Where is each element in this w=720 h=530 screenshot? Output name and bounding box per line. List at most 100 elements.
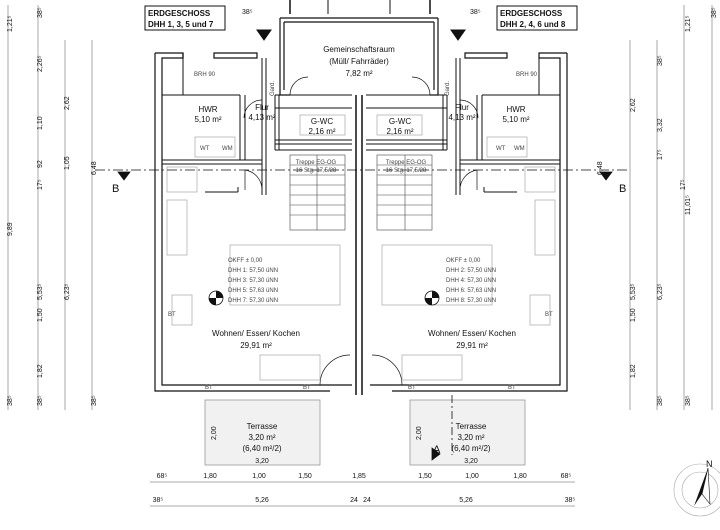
bt-left-bottom-2: BT — [303, 385, 311, 391]
hwr-right-name: HWR — [506, 105, 525, 114]
dim-left-c2-2: 1,10 — [37, 116, 44, 130]
dim-b2-0: 38⁵ — [153, 497, 164, 504]
dim-right-c3-1: 5,53⁵ — [630, 283, 637, 300]
terraces — [204, 399, 526, 466]
terrasse-left-area: 3,20 m² — [248, 433, 275, 442]
dim-left-outer-2: 38⁵ — [7, 395, 14, 406]
stair-right — [376, 154, 433, 231]
dim-b2-5: 38⁵ — [565, 497, 576, 504]
terrace-depth-left: 2,00 — [211, 426, 218, 440]
level-left-1: DHH 1: 57,50 üNN — [228, 268, 278, 274]
dim-left-c2-3: 92 — [37, 160, 44, 168]
dims-bottom-row1: 68⁵ 1,80 1,00 1,50 1,85 1,50 1,00 1,80 6… — [157, 473, 572, 480]
gwc-right-name: G-WC — [389, 117, 411, 126]
treppe-right-label: Treppe EG-OG — [386, 160, 427, 166]
title-box-right: ERDGESCHOSS DHH 2, 4, 6 und 8 — [496, 5, 578, 31]
bt-right-side: BT — [545, 312, 553, 318]
dim-left-c4-1: 38⁵ — [91, 395, 98, 406]
hwr-left-name: HWR — [198, 105, 217, 114]
level-marker-right-icon — [424, 290, 440, 306]
north-arrow-icon — [673, 463, 720, 517]
level-marker-left-icon — [208, 290, 224, 306]
dim-left-c4-0: 6,48 — [91, 161, 98, 175]
dim-right-outer-1: 11,01⁵ — [685, 195, 692, 215]
dim-left-outer-1: 9,89 — [7, 222, 14, 236]
bt-left-side: BT — [168, 312, 176, 318]
wt-left: WT — [200, 146, 210, 152]
dim-right-outer-0: 1,21⁵ — [685, 15, 692, 32]
level-left-0: OKFF ± 0,00 — [228, 258, 263, 264]
flur-right-area: 4,13 m² — [448, 113, 475, 122]
level-left: OKFF ± 0,00 DHH 1: 57,50 üNN DHH 3: 57,3… — [228, 258, 278, 304]
terrasse-left-name: Terrasse — [247, 422, 278, 431]
terrasse-right-half: (6,40 m²/2) — [451, 444, 490, 453]
level-right-3: DHH 6: 57,63 üNN — [446, 288, 496, 294]
gwc-left-name: G-WC — [311, 117, 333, 126]
terrace-width-left: 3,20 — [255, 458, 269, 465]
section-label-b-right: B — [619, 183, 626, 195]
gemeinschaft-name: Gemeinschaftsraum — [323, 45, 395, 54]
dim-right-c3-0: 2,62 — [630, 98, 637, 112]
dims-bottom-row2: 38⁵ 5,26 24 24 5,26 38⁵ — [153, 497, 576, 504]
dim-left-c3-2: 6,23⁵ — [64, 283, 71, 300]
brh-left: BRH 90 — [194, 72, 216, 78]
dim-left-c2-7: 1,82 — [37, 364, 44, 378]
dim-b1-0: 68⁵ — [157, 473, 168, 480]
dim-right-c4-2: 17⁵ — [680, 179, 687, 190]
wt-right: WT — [496, 146, 506, 152]
level-left-3: DHH 5: 57,63 üNN — [228, 288, 278, 294]
dim-right-c2-1: 3,32 — [657, 118, 664, 132]
gard-right: Gard. — [445, 81, 451, 96]
gwc-right-area: 2,16 m² — [386, 127, 413, 136]
dim-b1-6: 1,00 — [465, 473, 479, 480]
bt-left-bottom-1: BT — [205, 385, 213, 391]
dim-b2-2: 24 — [350, 497, 358, 504]
flur-left-name: Flur — [255, 103, 269, 112]
section-label-b-left: B — [112, 183, 119, 195]
terrace-depth-right: 2,00 — [416, 426, 423, 440]
gard-left: Gard. — [270, 81, 276, 96]
terrasse-left-half: (6,40 m²/2) — [242, 444, 281, 453]
title-right-line1: ERDGESCHOSS — [500, 9, 563, 18]
section-arrow-left-icon — [117, 171, 131, 181]
dim-left-c2-0: 38⁵ — [37, 7, 44, 18]
level-right-0: OKFF ± 0,00 — [446, 258, 481, 264]
dims-left: 1,21⁵ 9,89 38⁵ 38⁵ 2,26⁵ 1,10 92 17⁵ 5,5… — [7, 7, 98, 406]
section-line-b — [95, 169, 630, 461]
gwc-left-area: 2,16 m² — [308, 127, 335, 136]
bt-right-bottom-1: BT — [408, 385, 416, 391]
dim-left-c3-0: 2,62 — [64, 96, 71, 110]
dim-b2-1: 5,26 — [255, 497, 269, 504]
dim-left-c2-5: 5,53⁵ — [37, 283, 44, 300]
wohnen-left-area: 29,91 m² — [240, 341, 272, 350]
dim-left-c2-1: 2,26⁵ — [37, 55, 44, 72]
dim-lines — [7, 5, 713, 507]
top-dim-right: 38⁵ — [470, 9, 481, 16]
dim-left-c2-6: 1,50 — [37, 308, 44, 322]
dim-left-outer-0: 1,21⁵ — [7, 15, 14, 32]
wohnen-left-name: Wohnen/ Essen/ Kochen — [212, 329, 300, 338]
level-left-4: DHH 7: 57,30 üNN — [228, 298, 278, 304]
dim-right-outer-2: 38⁵ — [685, 395, 692, 406]
wohnen-right-area: 29,91 m² — [456, 341, 488, 350]
north-label: N — [706, 459, 713, 469]
hwr-right-area: 5,10 m² — [502, 115, 529, 124]
dim-right-c3-2: 1,50 — [630, 308, 637, 322]
top-dim-left: 38⁵ — [242, 9, 253, 16]
wm-right: WM — [514, 146, 525, 152]
dim-right-c4-0: 38⁵ — [711, 7, 718, 18]
dim-right-c2-3: 6,23⁵ — [657, 283, 664, 300]
stair-left — [289, 154, 346, 231]
title-right-line2: DHH 2, 4, 6 und 8 — [500, 20, 566, 29]
outer-walls — [154, 17, 568, 395]
furniture — [166, 114, 556, 381]
gemeinschaft-area: 7,82 m² — [345, 69, 372, 78]
dim-left-c2-8: 38⁵ — [37, 395, 44, 406]
dim-left-c3-1: 1,05 — [64, 156, 71, 170]
interior-walls — [162, 58, 560, 195]
dim-right-c3-3: 1,82 — [630, 364, 637, 378]
top-walls — [256, 0, 466, 41]
dim-right-c2-0: 38⁵ — [657, 55, 664, 66]
dim-b1-4: 1,85 — [352, 473, 366, 480]
